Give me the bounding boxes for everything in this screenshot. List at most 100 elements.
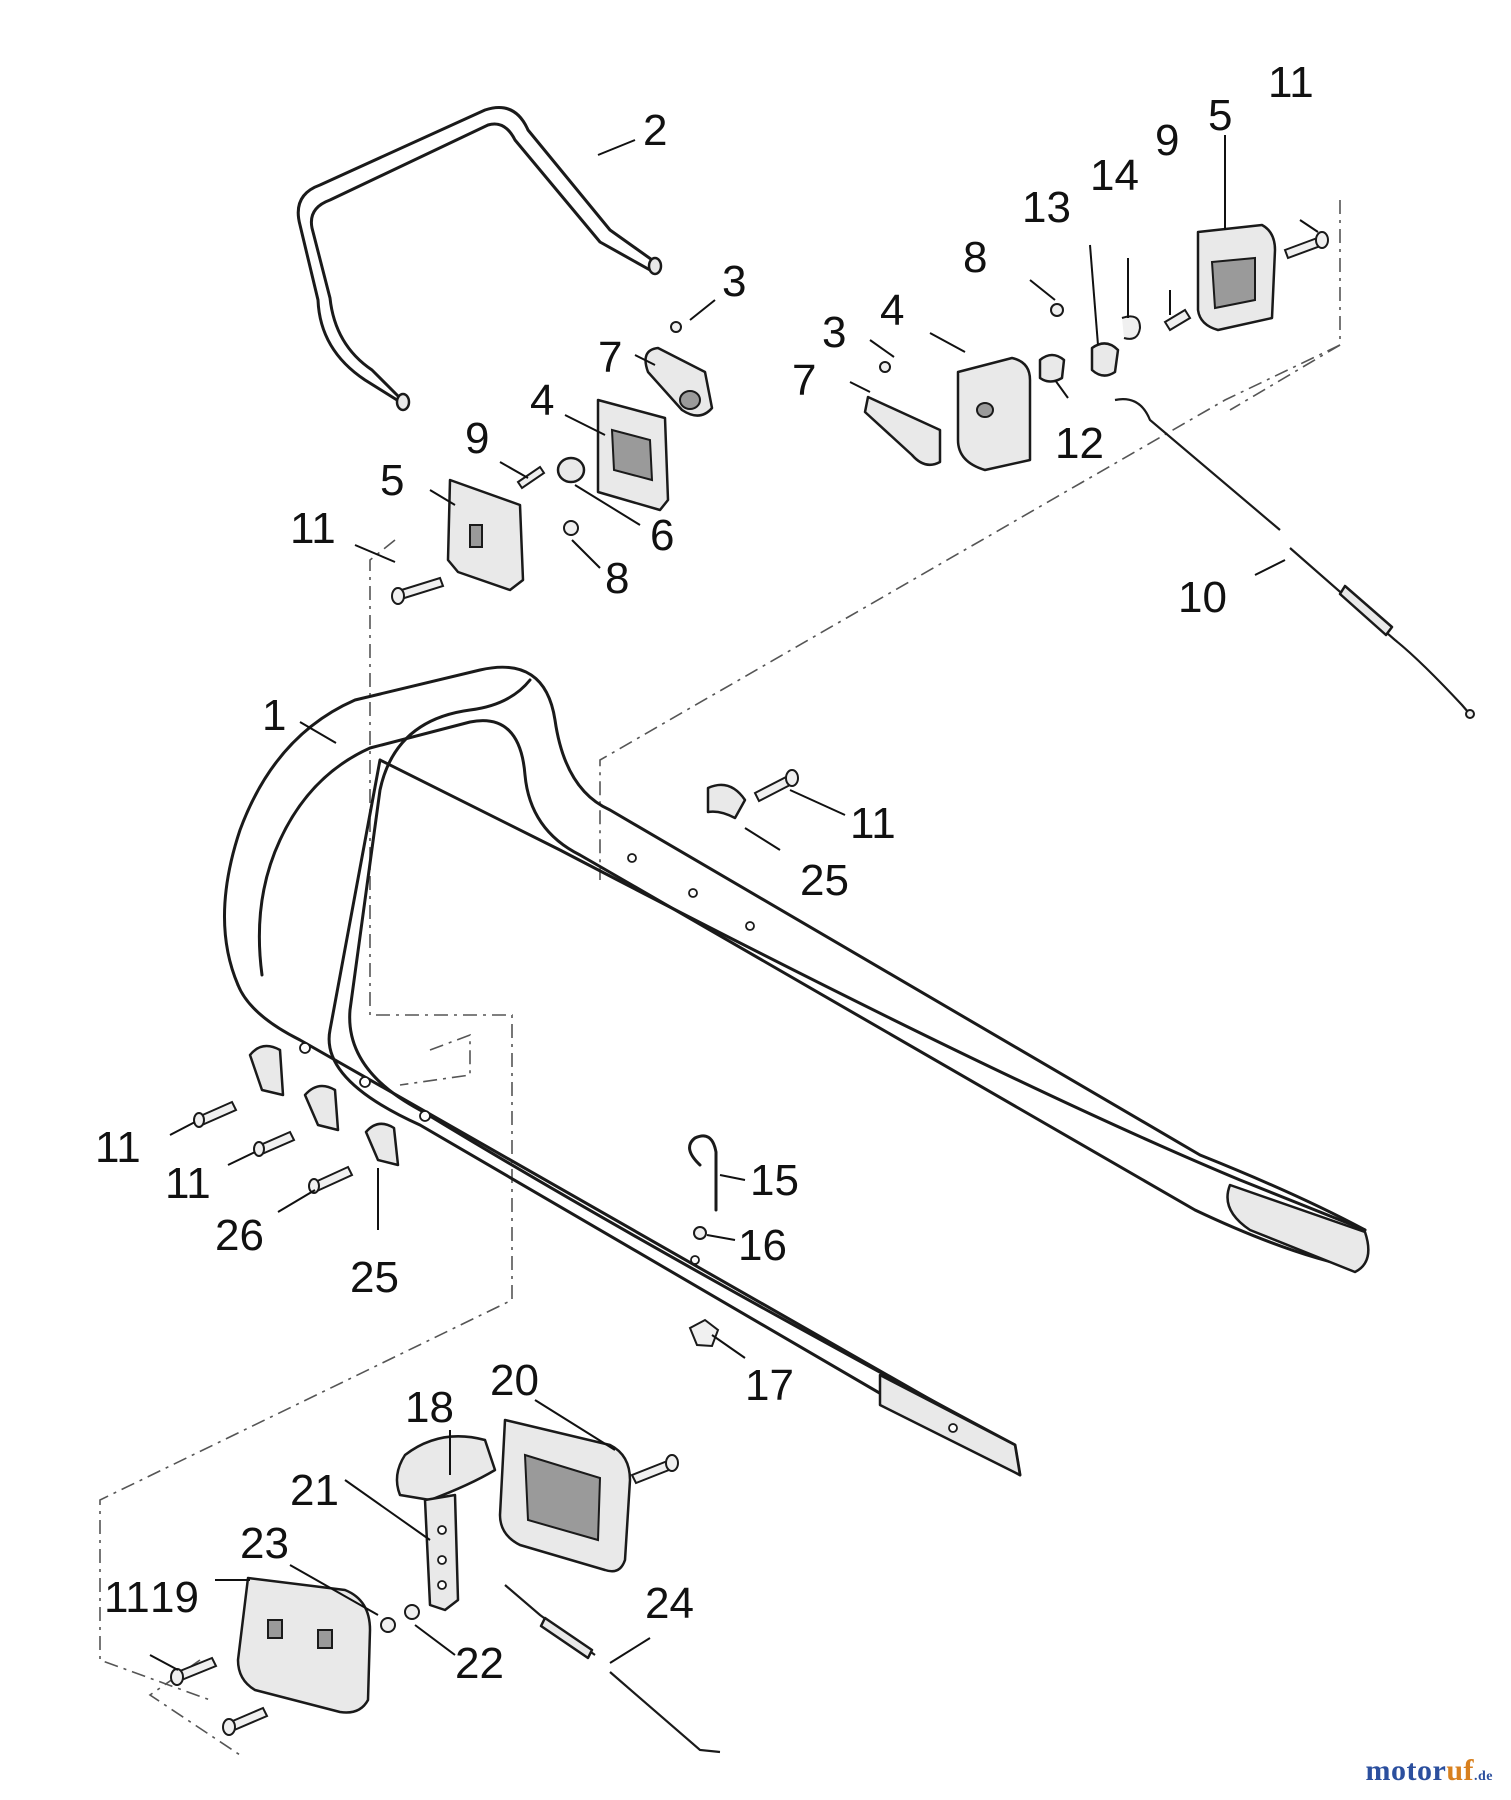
handle-hole	[688, 888, 698, 898]
callout-21: 21	[290, 1466, 339, 1515]
lower-cover-19	[236, 1576, 372, 1714]
watermark-tld: .de	[1474, 1769, 1493, 1784]
callout-16: 16	[738, 1221, 787, 1270]
handle-hole	[299, 1042, 311, 1054]
cable-24	[504, 1584, 721, 1754]
clip-25-c	[364, 1122, 400, 1167]
main-handle	[223, 665, 1370, 1477]
left-bolt-11	[391, 576, 445, 605]
callout-2: 2	[643, 106, 667, 155]
eye-bolt-15	[688, 1134, 718, 1212]
guide-line-left	[99, 539, 513, 1701]
bail-bar-end	[395, 392, 411, 412]
left-pin-9	[516, 465, 546, 490]
callout-26: 26	[215, 1211, 264, 1260]
washer-23	[380, 1617, 396, 1633]
guide-line-bracket	[399, 1033, 471, 1086]
left-lever-7-knob	[679, 390, 701, 410]
callout-6: 6	[650, 511, 674, 560]
handle-hole	[419, 1110, 431, 1122]
left-lever-7	[644, 346, 714, 417]
lever-21-hole	[437, 1525, 447, 1535]
bail-bar	[296, 106, 663, 412]
watermark-accent: uf	[1446, 1754, 1474, 1787]
lower-housing-20-gear	[523, 1453, 602, 1542]
lower-bolt-11-b	[222, 1706, 269, 1736]
handle-hole	[359, 1076, 371, 1088]
lower-bolt-11-a	[170, 1656, 218, 1686]
clip-25-upper	[706, 783, 747, 820]
clip-25-a	[248, 1044, 285, 1097]
lever-21	[423, 1493, 460, 1612]
left-cover-5	[446, 478, 525, 592]
right-nut-8	[1050, 303, 1064, 317]
left-cover-5-slot	[469, 524, 483, 548]
left-nut-8	[563, 520, 579, 536]
clip-25-b	[303, 1084, 340, 1132]
lever-21-hole	[437, 1555, 447, 1565]
callout-labels: 1 2 3 3 4 4 5 5 6 7 7 8 8 9 9 10 11 11 1…	[95, 58, 1314, 1688]
callout-1: 1	[262, 691, 286, 740]
callout-5-right: 5	[1208, 91, 1232, 140]
callout-11-bottom: 11	[104, 1573, 150, 1622]
callout-18: 18	[405, 1383, 454, 1432]
callout-25-lower: 25	[350, 1253, 399, 1302]
bail-bar-end	[647, 256, 663, 276]
callout-5-left: 5	[380, 456, 404, 505]
handle-hole	[745, 921, 755, 931]
callout-11-right: 11	[1268, 58, 1314, 107]
callout-11-left: 11	[290, 504, 336, 553]
callout-8-left: 8	[605, 554, 629, 603]
callout-19: 19	[150, 1573, 199, 1622]
bolt-11-upper	[753, 769, 799, 803]
callout-14: 14	[1090, 151, 1139, 200]
right-cam-12	[1038, 353, 1066, 383]
callout-25-upper: 25	[800, 856, 849, 905]
lower-bolt-20	[630, 1454, 679, 1485]
right-cable-10	[1114, 398, 1475, 719]
callout-24: 24	[645, 1579, 694, 1628]
lever-21-hole	[437, 1580, 447, 1590]
washer-22	[404, 1604, 420, 1620]
clip-and-bolt-group	[193, 769, 799, 1194]
callout-17: 17	[745, 1361, 794, 1410]
callout-11-lower-b: 11	[165, 1159, 211, 1208]
guide-line-cable	[1229, 344, 1341, 411]
leader-lines	[149, 135, 1319, 1671]
callout-7-right: 7	[792, 356, 816, 405]
callout-22: 22	[455, 1639, 504, 1688]
left-housing-4-inner	[610, 428, 654, 482]
handle-hole	[690, 1255, 700, 1265]
nut-17	[688, 1318, 720, 1348]
callout-15: 15	[750, 1156, 799, 1205]
handle-hole	[627, 853, 637, 863]
eye-bolt-group	[688, 1134, 720, 1348]
callout-9-right: 9	[1155, 116, 1179, 165]
right-housing-4	[956, 356, 1032, 472]
washer-16	[693, 1226, 707, 1240]
right-spring-14	[1121, 315, 1142, 340]
callout-3-right: 3	[822, 308, 846, 357]
bolt-11-lower-a	[193, 1100, 238, 1128]
lower-control-group	[170, 1418, 721, 1754]
bolt-26	[308, 1165, 354, 1194]
right-cover-5-inner	[1210, 256, 1256, 310]
bolt-11-lower-b	[253, 1130, 296, 1157]
callout-9-left: 9	[465, 414, 489, 463]
right-pin-3	[879, 361, 891, 373]
callout-20: 20	[490, 1356, 539, 1405]
right-control-group	[863, 223, 1475, 719]
watermark-logo: motoruf.de	[1366, 1754, 1493, 1788]
watermark-main: motor	[1365, 1754, 1447, 1787]
guide-line-right	[599, 200, 1341, 880]
callout-11-lower-a: 11	[95, 1123, 141, 1172]
callout-13: 13	[1022, 183, 1071, 232]
right-cam-13	[1090, 342, 1120, 377]
callout-7-left: 7	[598, 333, 622, 382]
callout-11-middle: 11	[850, 799, 896, 848]
handle-grip	[1226, 1183, 1370, 1274]
left-control-group	[391, 321, 714, 605]
callout-12: 12	[1055, 419, 1104, 468]
